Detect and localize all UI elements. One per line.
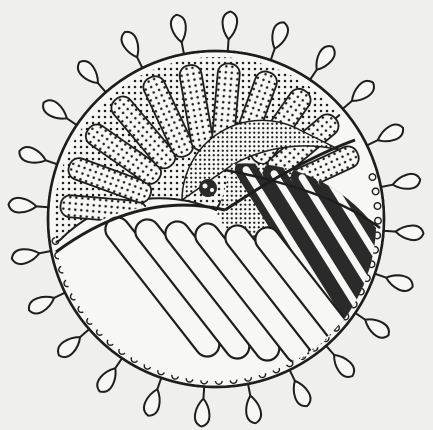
spike [169,13,191,57]
central-knot [199,179,217,197]
spike [220,11,237,54]
spike [10,244,54,266]
membrane-bead [375,217,382,224]
spike [378,172,422,194]
membrane-bead [369,174,376,181]
spike [8,197,51,214]
spike [381,223,424,240]
membrane-bead [374,203,381,210]
spike [241,381,263,425]
spike [194,384,211,427]
membrane-bead [372,188,379,195]
